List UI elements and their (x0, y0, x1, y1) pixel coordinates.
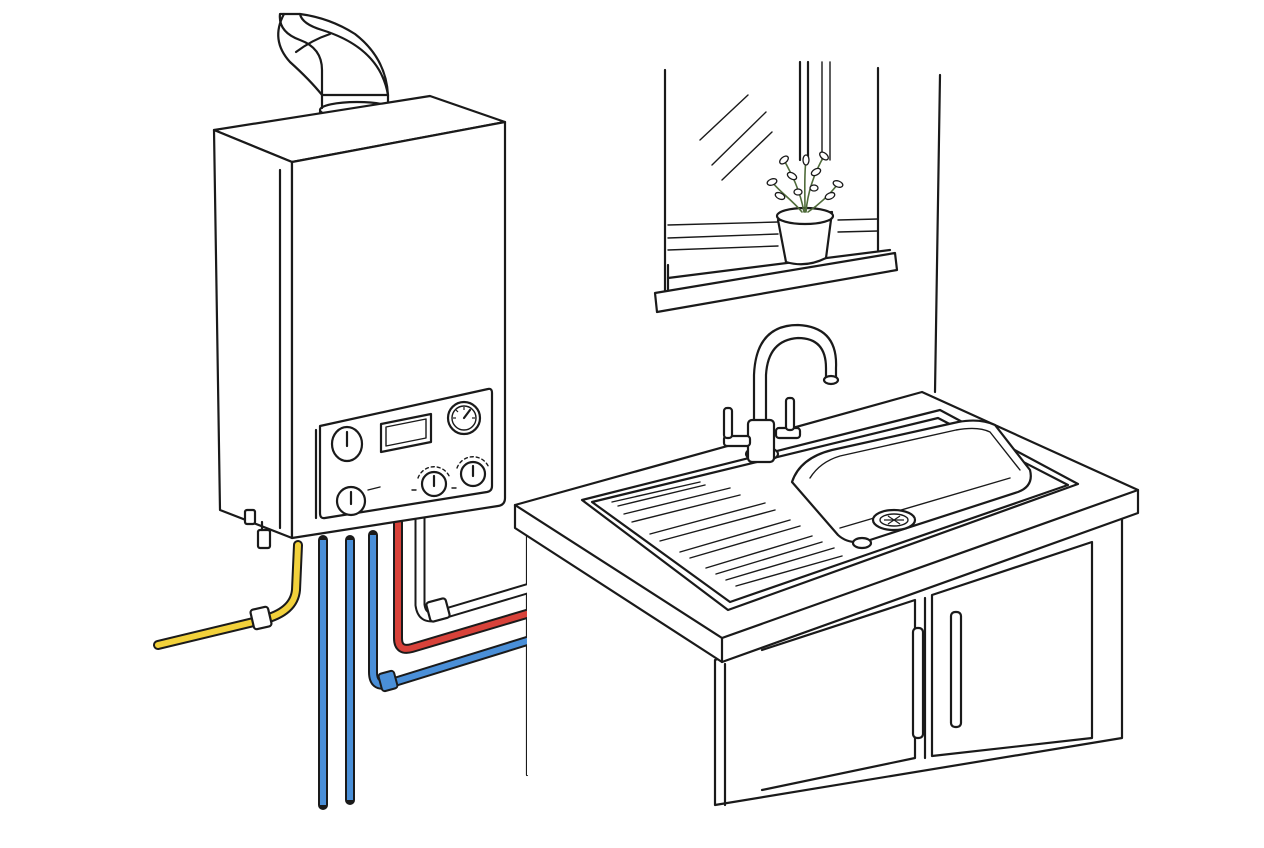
window-sill (653, 248, 899, 314)
cold-supply-pipes (318, 535, 355, 810)
boiler-control-panel (314, 387, 494, 520)
sink-drain (851, 508, 917, 550)
temperature-knob-hot (411, 466, 457, 498)
temperature-knob-heating (456, 456, 490, 488)
knob-icon (335, 485, 381, 517)
window (663, 60, 880, 294)
boiler-bottom-valves (243, 508, 272, 550)
pressure-gauge-icon (446, 400, 482, 436)
gas-pipe (153, 540, 303, 650)
boiler-display-screen (379, 412, 433, 454)
cabinet-handle-left[interactable] (911, 626, 925, 740)
plant-icon (766, 151, 844, 266)
sink-drainer (611, 481, 843, 587)
sink (580, 408, 1080, 612)
boiler (212, 12, 507, 550)
pipes (153, 509, 620, 810)
dial-gauge-icon (330, 425, 364, 463)
faucet[interactable] (722, 323, 840, 464)
sink-cabinet (527, 516, 1124, 807)
cabinet-handle-right[interactable] (949, 610, 963, 729)
